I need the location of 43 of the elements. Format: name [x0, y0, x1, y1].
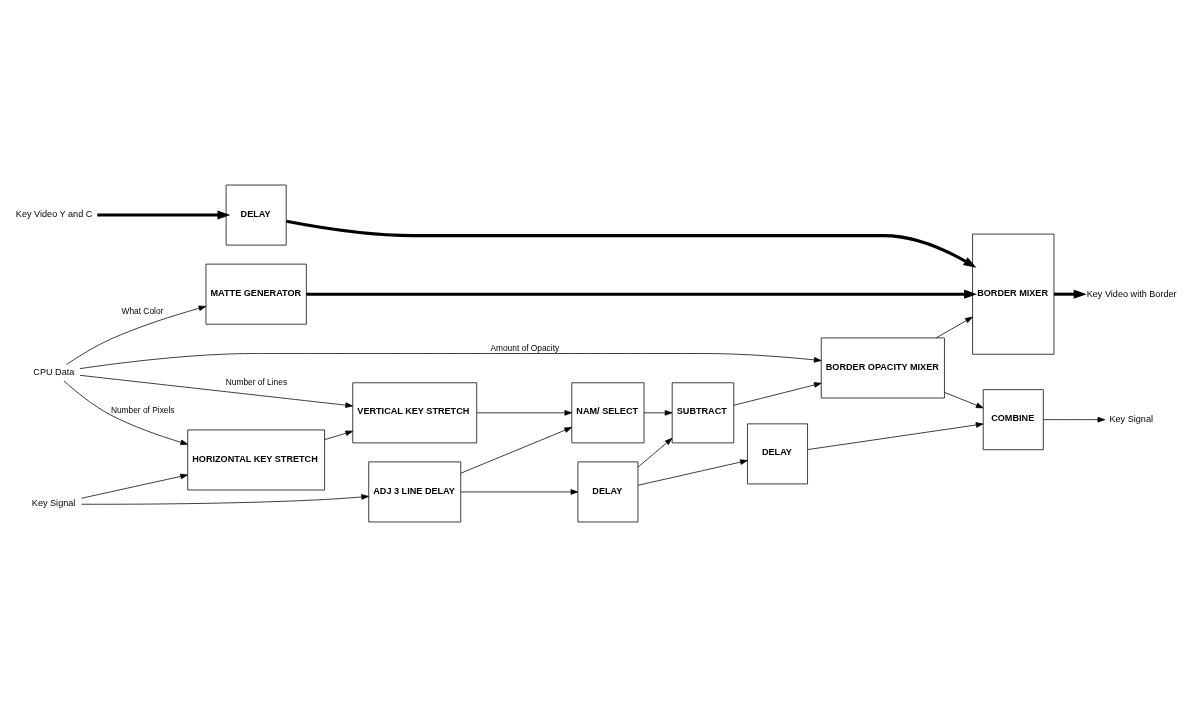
edge-label: Number of Pixels [110, 404, 175, 415]
node-text: Key Signal [1109, 413, 1154, 424]
arrow [66, 305, 207, 365]
arrow [306, 289, 978, 299]
node-box: DELAY [225, 184, 287, 245]
arrow [63, 379, 189, 445]
arrow [324, 430, 353, 440]
arrow [286, 219, 977, 268]
arrow [81, 473, 188, 499]
node-box: DELAY [747, 422, 808, 484]
node-box: ADJ 3 LINE DELAY [368, 461, 462, 522]
node-text: CPU Data [33, 366, 75, 377]
arrow [637, 437, 673, 467]
edge-label: Number of Lines [225, 376, 288, 387]
node-box: VERTICAL KEY STRETCH [352, 381, 478, 443]
node-box: DELAY [577, 461, 639, 522]
arrow [1043, 416, 1106, 422]
node-box: MATTE GENERATOR [205, 263, 307, 325]
node-box: SUBTRACT [671, 381, 735, 443]
node-box: HORIZONTAL KEY STRETCH [187, 429, 325, 490]
edge-label: Amount of Opacity [490, 342, 560, 353]
node-box: BORDER OPACITY MIXER [820, 337, 945, 398]
arrow [643, 409, 673, 416]
arrow [733, 381, 822, 406]
arrow [97, 210, 231, 220]
arrow [460, 488, 579, 495]
arrow [1054, 289, 1087, 299]
arrow [936, 316, 973, 338]
arrow [637, 458, 748, 486]
node-box: COMBINE [982, 388, 1044, 450]
arrow [944, 391, 984, 408]
arrow [79, 352, 822, 369]
node-box: BORDER MIXER [972, 233, 1055, 355]
arrow [807, 421, 984, 450]
node-text: Key Video with Border [1086, 288, 1177, 299]
arrow [460, 426, 572, 474]
arrow [81, 493, 369, 505]
node-text: Key Signal [31, 497, 76, 508]
edge-label: What Color [121, 305, 164, 316]
node-box: NAM/ SELECT [571, 381, 645, 443]
node-text: Key Video Y and C [15, 208, 93, 219]
arrow [476, 409, 573, 416]
arrow [79, 374, 353, 408]
